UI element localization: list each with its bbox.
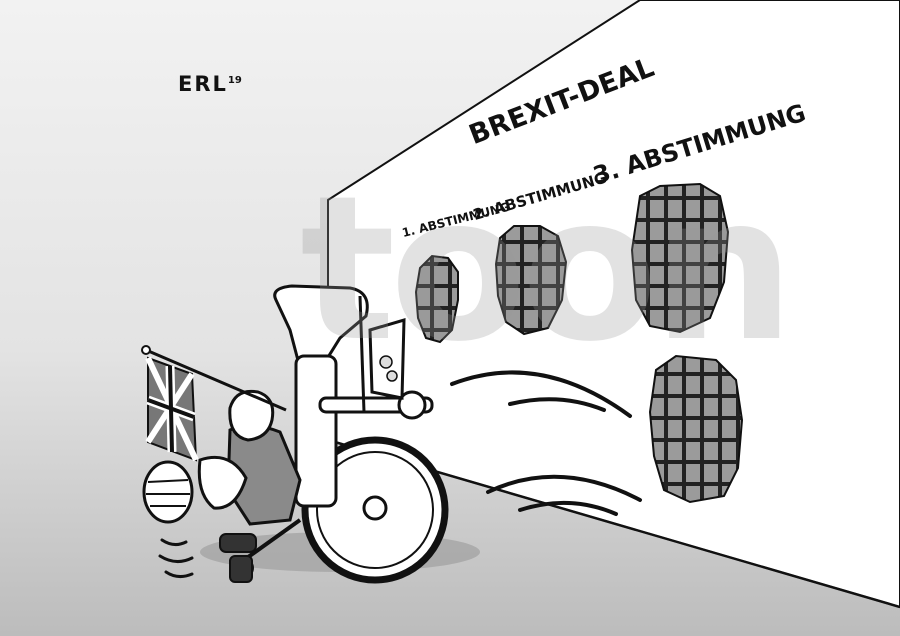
motion-lines-icon xyxy=(158,538,194,579)
artist-signature-year: 19 xyxy=(227,75,242,86)
patient-head xyxy=(228,389,275,442)
artist-signature: ERL19 xyxy=(178,72,242,96)
brick-hole-icon xyxy=(648,354,744,504)
wheelchair-headrest xyxy=(273,284,369,372)
patient-shoe xyxy=(219,533,257,553)
bandaged-arm xyxy=(197,455,248,510)
union-jack-flag-icon xyxy=(141,345,287,462)
wheelchair-backrest xyxy=(294,354,338,508)
motion-lines-icon xyxy=(450,370,642,516)
patient-figure xyxy=(142,389,302,583)
brick-hole-icon xyxy=(630,182,730,334)
brick-hole-icon xyxy=(494,225,568,336)
bandaged-fist xyxy=(142,460,194,524)
artist-signature-name: ERL xyxy=(178,72,228,96)
brick-hole-icon xyxy=(414,254,459,344)
wheelchair-icon xyxy=(234,284,449,584)
